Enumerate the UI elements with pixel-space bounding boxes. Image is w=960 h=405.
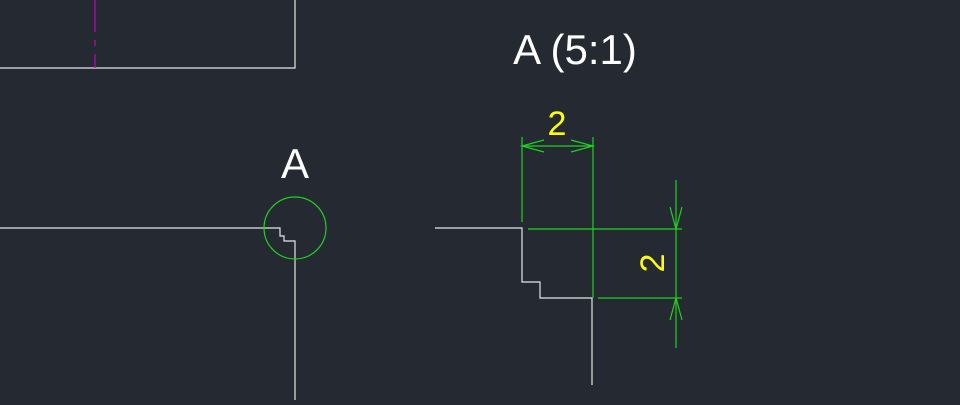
arrowhead-left [519,139,545,153]
detail-circle[interactable] [263,196,327,260]
arrowhead-bottom [669,295,683,321]
detail-view: A (5:1) 2 2 [435,26,683,385]
arrowhead-right [570,139,596,153]
vertical-dimension[interactable]: 2 [528,180,683,348]
upper-part-outline[interactable] [0,0,296,69]
detail-view-title: A (5:1) [513,26,637,73]
main-view: A [0,0,327,400]
detail-marker-label: A [281,140,309,187]
horizontal-dimension[interactable]: 2 [519,105,596,298]
arrowhead-top [669,206,683,232]
lower-part-outline[interactable] [0,227,296,400]
vertical-dimension-text: 2 [634,254,672,273]
detail-step-profile[interactable] [435,227,593,385]
horizontal-dimension-text: 2 [548,105,567,143]
